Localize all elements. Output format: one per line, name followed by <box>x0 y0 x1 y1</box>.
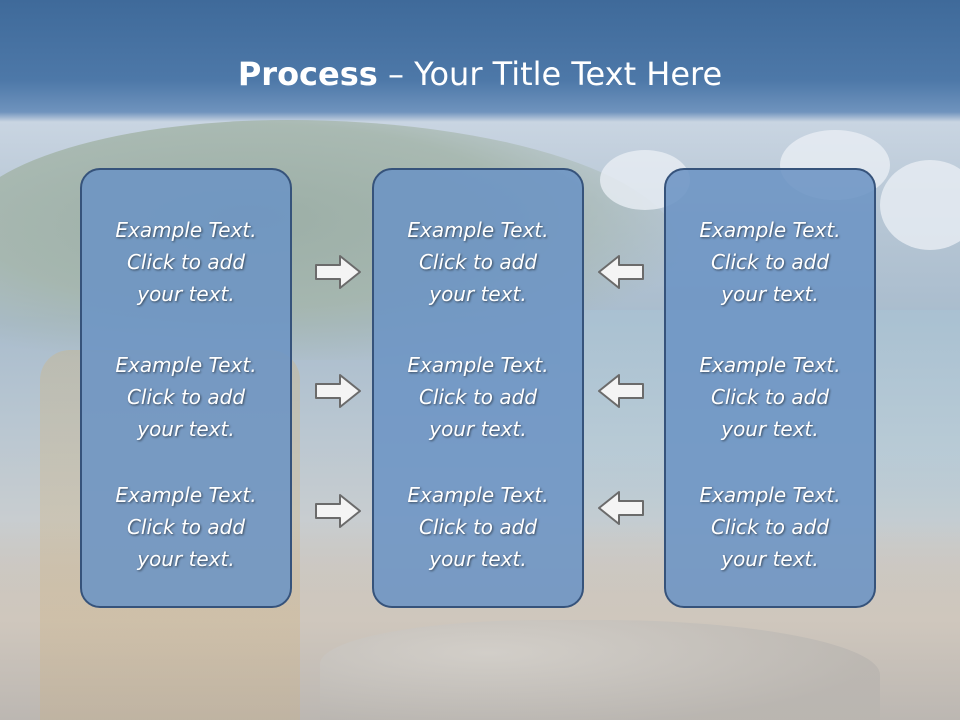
text-line: Example Text. <box>699 483 841 507</box>
text-line: your text. <box>429 282 527 306</box>
text-line: Example Text. <box>407 353 549 377</box>
text-line: Example Text. <box>699 353 841 377</box>
text-line: Click to add <box>418 515 538 539</box>
text-block[interactable]: Example Text. Click to add your text. <box>82 214 290 310</box>
text-block[interactable]: Example Text. Click to add your text. <box>666 479 874 575</box>
text-line: your text. <box>137 282 235 306</box>
arrow-left-icon[interactable] <box>597 254 645 290</box>
text-line: Click to add <box>126 385 246 409</box>
text-line: Example Text. <box>115 353 257 377</box>
text-line: Example Text. <box>407 483 549 507</box>
background-rocks <box>320 620 880 720</box>
text-line: your text. <box>429 417 527 441</box>
background-cloud <box>880 160 960 250</box>
text-line: Click to add <box>418 250 538 274</box>
text-block[interactable]: Example Text. Click to add your text. <box>374 479 582 575</box>
text-line: Click to add <box>126 515 246 539</box>
arrow-left-icon[interactable] <box>597 373 645 409</box>
text-line: your text. <box>721 282 819 306</box>
text-line: Click to add <box>126 250 246 274</box>
slide-title[interactable]: Process – Your Title Text Here <box>0 52 960 96</box>
text-block[interactable]: Example Text. Click to add your text. <box>82 349 290 445</box>
text-line: Click to add <box>710 250 830 274</box>
text-block[interactable]: Example Text. Click to add your text. <box>374 349 582 445</box>
text-line: Example Text. <box>115 218 257 242</box>
text-line: your text. <box>137 547 235 571</box>
text-line: Example Text. <box>699 218 841 242</box>
text-line: your text. <box>429 547 527 571</box>
text-line: your text. <box>721 547 819 571</box>
arrow-right-icon[interactable] <box>314 373 362 409</box>
text-line: Click to add <box>418 385 538 409</box>
title-rest: – Your Title Text Here <box>377 55 723 93</box>
text-block[interactable]: Example Text. Click to add your text. <box>666 214 874 310</box>
text-line: your text. <box>721 417 819 441</box>
text-line: Example Text. <box>115 483 257 507</box>
text-block[interactable]: Example Text. Click to add your text. <box>82 479 290 575</box>
text-line: your text. <box>137 417 235 441</box>
process-box-right[interactable]: Example Text. Click to add your text. Ex… <box>664 168 876 608</box>
arrow-right-icon[interactable] <box>314 254 362 290</box>
text-block[interactable]: Example Text. Click to add your text. <box>374 214 582 310</box>
arrow-right-icon[interactable] <box>314 493 362 529</box>
text-line: Click to add <box>710 515 830 539</box>
arrow-left-icon[interactable] <box>597 490 645 526</box>
text-line: Example Text. <box>407 218 549 242</box>
process-box-left[interactable]: Example Text. Click to add your text. Ex… <box>80 168 292 608</box>
title-bold: Process <box>237 55 378 93</box>
process-box-center[interactable]: Example Text. Click to add your text. Ex… <box>372 168 584 608</box>
text-block[interactable]: Example Text. Click to add your text. <box>666 349 874 445</box>
text-line: Click to add <box>710 385 830 409</box>
